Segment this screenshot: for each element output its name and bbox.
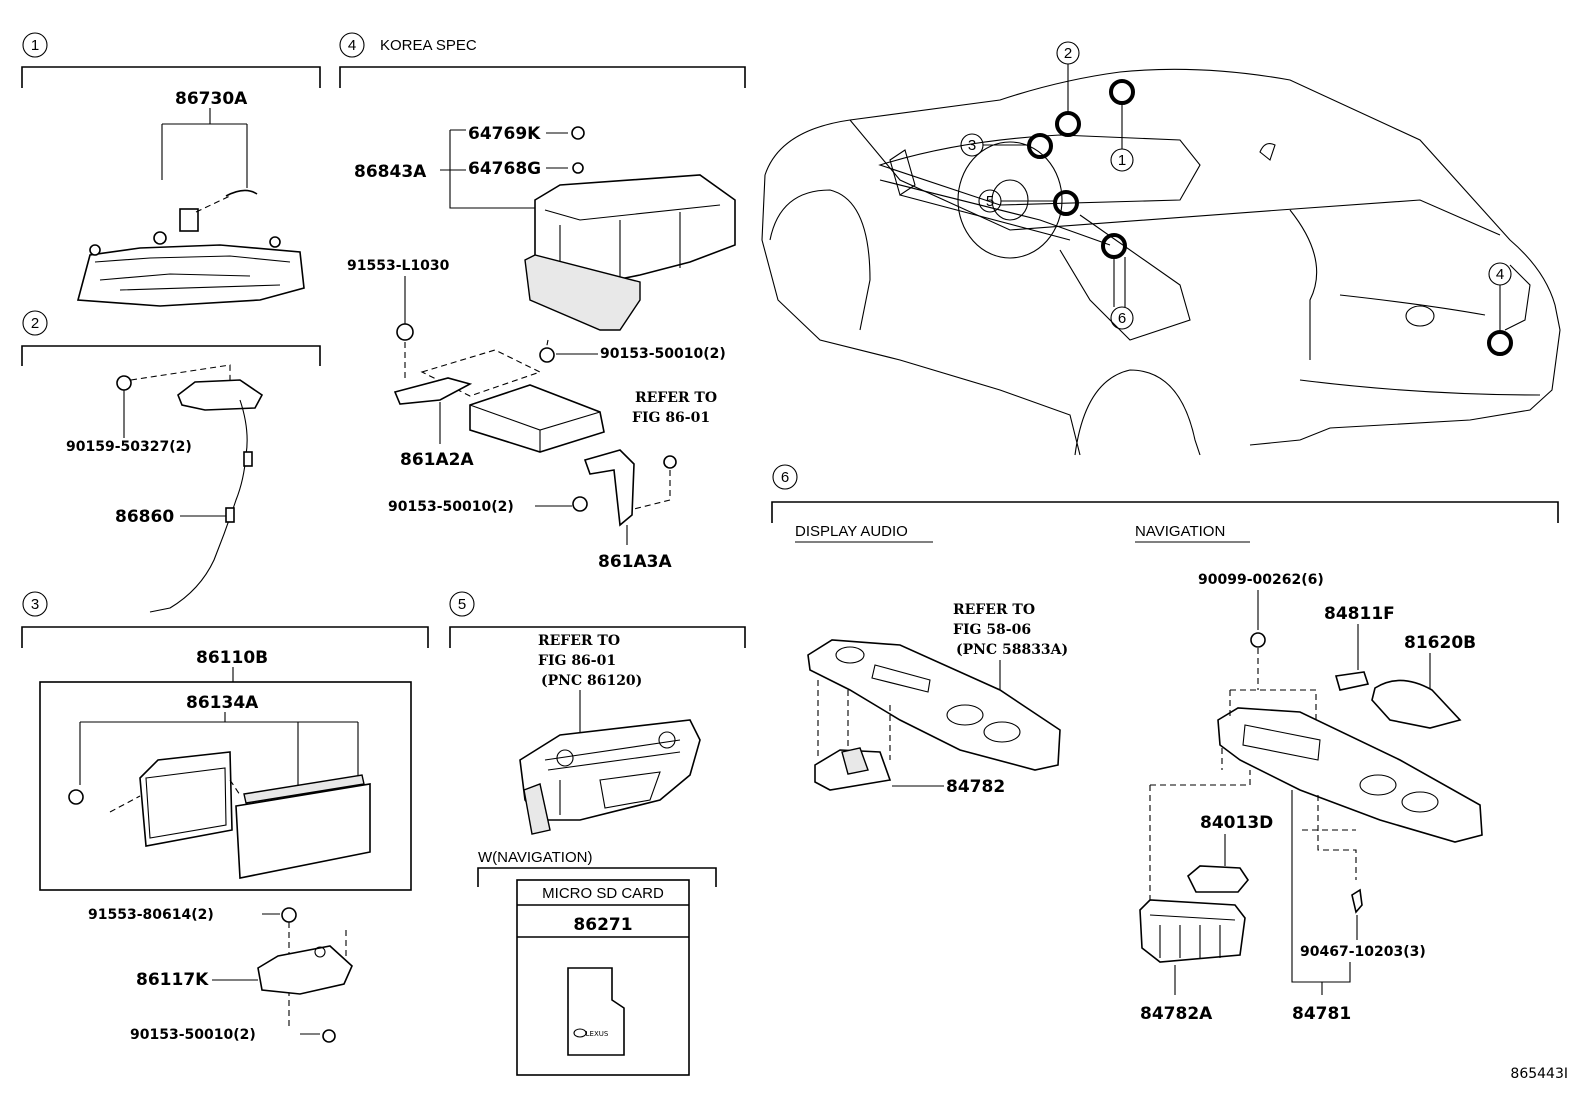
antenna-module-1 [76, 189, 305, 307]
car-callout-5: 5 [986, 193, 994, 210]
part-86730A[interactable]: 86730A [175, 89, 248, 109]
car-callout-1: 1 [1118, 152, 1126, 169]
display-unit [109, 751, 371, 879]
part-90099-00262[interactable]: 90099-00262(6) [1198, 572, 1324, 588]
antenna-bracket-2 [149, 379, 264, 613]
cover-86843A [524, 174, 736, 331]
bracket-86117K [257, 945, 353, 995]
part-84782[interactable]: 84782 [946, 777, 1005, 797]
part-90467-10203[interactable]: 90467-10203(3) [1300, 944, 1426, 960]
section-4-number: 4 [348, 37, 356, 54]
lexus-logo-text: LEXUS [586, 1030, 609, 1038]
part-81620B[interactable]: 81620B [1404, 633, 1476, 653]
receiver-module [469, 384, 605, 453]
section-5: 5 REFER TO FIG 86-01 (PNC 86120) W(NAVIG… [449, 591, 746, 1076]
section-6: 6 DISPLAY AUDIO NAVIGATION REFER TO FIG … [771, 464, 1559, 1024]
part-84781[interactable]: 84781 [1292, 1004, 1351, 1024]
part-90159-50327[interactable]: 90159-50327(2) [66, 439, 192, 455]
refer-text-5-line2: FIG 86-01 [538, 653, 616, 669]
part-86860[interactable]: 86860 [115, 507, 174, 527]
screw-icon [68, 789, 84, 805]
part-86843A[interactable]: 86843A [354, 162, 427, 182]
part-90153-b[interactable]: 90153-50010(2) [388, 499, 514, 515]
console-navigation [1149, 689, 1483, 900]
part-86110B[interactable]: 86110B [196, 648, 268, 668]
car-callout-6: 6 [1118, 310, 1126, 327]
refer-text-6-line1: REFER TO [953, 602, 1035, 618]
part-84811F[interactable]: 84811F [1324, 604, 1395, 624]
car-callout-4: 4 [1496, 266, 1504, 283]
micro-sd-card-icon: LEXUS [567, 967, 625, 1056]
console-display-audio [807, 639, 1061, 791]
navigation-label: NAVIGATION [1135, 523, 1225, 540]
display-audio-label: DISPLAY AUDIO [795, 523, 908, 540]
part-90153-a[interactable]: 90153-50010(2) [600, 346, 726, 362]
part-86271[interactable]: 86271 [573, 915, 632, 935]
part-84782A[interactable]: 84782A [1140, 1004, 1213, 1024]
part-84013D[interactable]: 84013D [1200, 813, 1273, 833]
part-91553-L1030[interactable]: 91553-L1030 [347, 258, 450, 274]
part-861A3A[interactable]: 861A3A [598, 552, 672, 572]
refer-text-6-line3: (PNC 58833A) [956, 642, 1068, 658]
part-64768G[interactable]: 64768G [468, 159, 541, 179]
diagram-id: 865443I [1510, 1066, 1568, 1082]
refer-text-5-line3: (PNC 86120) [541, 673, 642, 689]
section-5-number: 5 [458, 596, 466, 613]
car-callouts: 1 2 3 4 5 6 [960, 41, 1513, 356]
section-2: 2 90159-50327(2) 86860 [21, 310, 321, 613]
bracket-861A3A [583, 449, 635, 527]
bolt-icon [116, 375, 132, 391]
part-90153-s3[interactable]: 90153-50010(2) [130, 1027, 256, 1043]
part-91553-80614[interactable]: 91553-80614(2) [88, 907, 214, 923]
part-861A2A[interactable]: 861A2A [400, 450, 474, 470]
micro-sd-card-title: MICRO SD CARD [542, 885, 664, 902]
car-callout-2: 2 [1064, 45, 1072, 62]
refer-text-5-line1: REFER TO [538, 633, 620, 649]
car-overview [761, 68, 1561, 456]
bracket-861A2A [393, 377, 473, 444]
audio-panel [519, 719, 701, 835]
section-4: 4 KOREA SPEC 64769K 64768G 86843A 91553-… [339, 32, 746, 572]
section-6-number: 6 [781, 469, 789, 486]
section-2-number: 2 [31, 315, 39, 332]
refer-text-4-line2: FIG 86-01 [632, 410, 710, 426]
part-86117K[interactable]: 86117K [136, 970, 209, 990]
part-86134A[interactable]: 86134A [186, 693, 259, 713]
section-1: 1 86730A [21, 32, 321, 307]
refer-text-6-line2: FIG 58-06 [953, 622, 1031, 638]
section-3: 3 86110B 86134A 91553-80614(2) 86117K 90… [21, 591, 429, 1043]
switch-84782A [1139, 899, 1246, 963]
wnav-label: W(NAVIGATION) [478, 849, 592, 866]
refer-text-4-line1: REFER TO [635, 390, 717, 406]
car-callout-3: 3 [968, 137, 976, 154]
section-1-number: 1 [31, 37, 39, 54]
part-64769K[interactable]: 64769K [468, 124, 541, 144]
section-4-title: KOREA SPEC [380, 37, 477, 54]
section-3-number: 3 [31, 596, 39, 613]
